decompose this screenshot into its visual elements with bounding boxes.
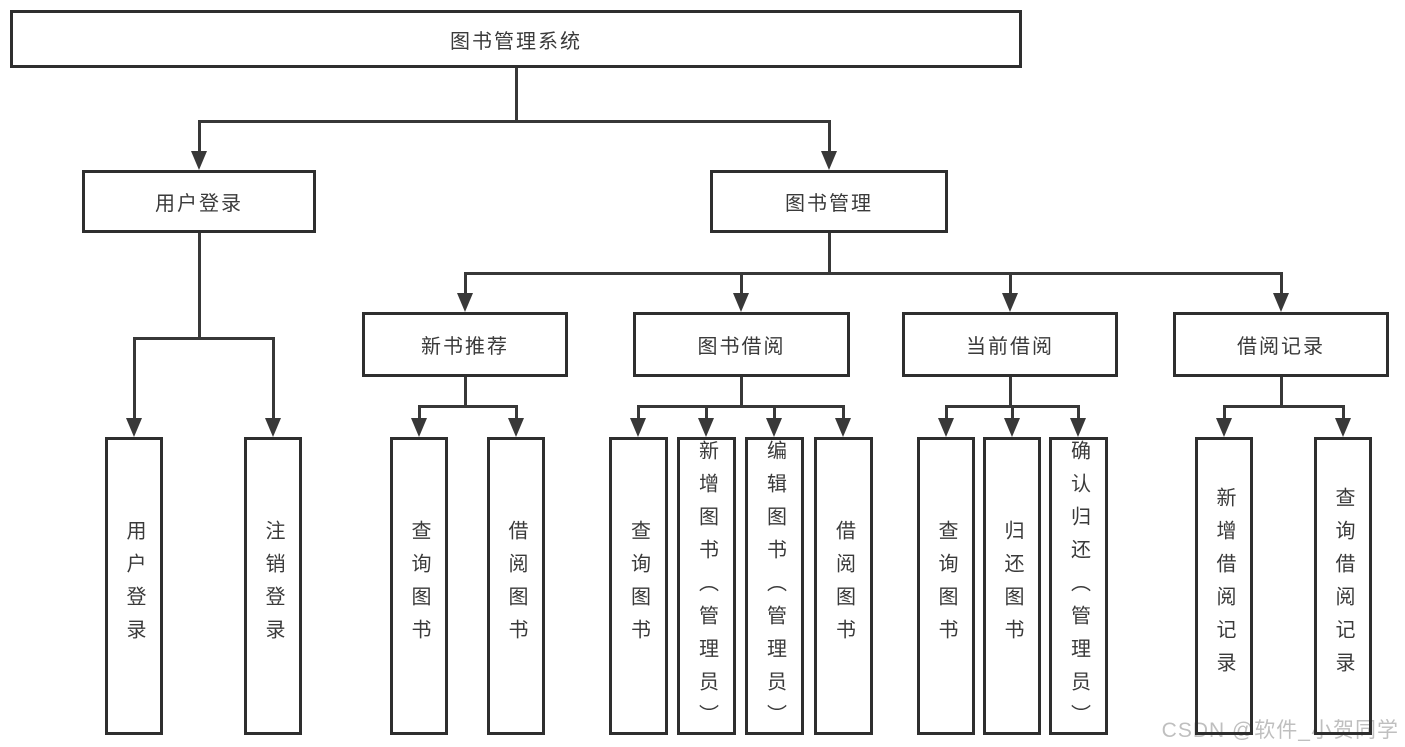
connector-vline [1279,377,1283,408]
arrowhead-down-icon [1004,418,1020,437]
leaf-query-book-2-label: 查询图书 [627,520,650,652]
node-borrow-record-label: 借阅记录 [1237,336,1325,358]
arrowhead-down-icon [938,418,954,437]
leaf-user-login: 用户登录 [105,437,163,735]
leaf-borrow-book-2: 借阅图书 [814,437,873,735]
arrowhead-down-icon [1335,418,1351,437]
arrowhead-down-icon [457,293,473,312]
leaf-query-borrow-record-label: 查询借阅记录 [1332,487,1354,685]
arrow-shaft [417,405,421,422]
node-book-management-label: 图书管理 [785,193,873,215]
node-book-borrow-label: 图书借阅 [697,336,786,358]
connector-vline [1008,377,1012,408]
node-current-borrow: 当前借阅 [902,312,1118,377]
leaf-add-book-admin: 新增图书（管理员） [677,437,736,737]
leaf-edit-book-admin: 编辑图书（管理员） [745,437,804,737]
arrowhead-down-icon [835,418,851,437]
arrowhead-down-icon [630,418,646,437]
leaf-logout-label: 注销登录 [262,520,284,652]
connector-hline [1222,405,1345,408]
connector-hline [197,120,831,123]
arrow-shaft [704,405,708,422]
arrow-shaft [197,120,201,155]
arrow-shaft [132,337,136,422]
arrowhead-down-icon [1002,293,1018,312]
node-book-borrow: 图书借阅 [633,312,850,377]
node-borrow-record: 借阅记录 [1173,312,1389,377]
arrow-shaft [636,405,640,422]
connector-vline [197,233,201,340]
leaf-user-login-label: 用户登录 [123,520,145,652]
leaf-borrow-book-1: 借阅图书 [487,437,545,735]
arrow-shaft [772,405,776,422]
leaf-query-book-2: 查询图书 [609,437,668,735]
arrowhead-down-icon [1273,293,1289,312]
connector-vline [739,377,743,408]
watermark-text: CSDN @软件_小贺同学 [1161,719,1399,742]
arrow-shaft [271,337,275,422]
arrow-shaft [944,405,948,422]
node-root: 图书管理系统 [10,10,1022,68]
arrowhead-down-icon [265,418,281,437]
leaf-query-book-3-label: 查询图书 [935,520,957,652]
connector-hline [132,337,275,340]
arrow-shaft [514,405,518,422]
arrowhead-down-icon [766,418,782,437]
node-user-login: 用户登录 [82,170,316,233]
arrowhead-down-icon [411,418,427,437]
connector-hline [463,272,1283,275]
arrow-shaft [1341,405,1345,422]
node-user-login-label: 用户登录 [155,193,243,215]
arrow-shaft [739,272,743,297]
arrow-shaft [827,120,831,155]
node-current-borrow-label: 当前借阅 [966,336,1054,358]
leaf-logout: 注销登录 [244,437,302,735]
arrowhead-down-icon [508,418,524,437]
node-root-label: 图书管理系统 [450,30,582,53]
arrowhead-down-icon [126,418,142,437]
arrow-shaft [1008,272,1012,297]
arrow-shaft [463,272,467,297]
leaf-add-book-admin-label: 新增图书（管理员） [695,440,718,737]
arrow-shaft [1222,405,1226,422]
node-new-book-recommend: 新书推荐 [362,312,568,377]
arrowhead-down-icon [1216,418,1232,437]
connector-vline [827,233,831,275]
arrow-shaft [841,405,845,422]
arrowhead-down-icon [698,418,714,437]
leaf-confirm-return-admin: 确认归还（管理员） [1049,437,1108,737]
leaf-return-book: 归还图书 [983,437,1041,735]
arrowhead-down-icon [1070,418,1086,437]
arrow-shaft [1279,272,1283,297]
node-new-book-recommend-label: 新书推荐 [421,336,509,358]
arrow-shaft [1076,405,1080,422]
connector-hline [636,405,845,408]
leaf-return-book-label: 归还图书 [1001,520,1023,652]
leaf-add-borrow-record: 新增借阅记录 [1195,437,1253,735]
leaf-borrow-book-1-label: 借阅图书 [505,520,527,652]
arrowhead-down-icon [733,293,749,312]
leaf-borrow-book-2-label: 借阅图书 [832,520,855,652]
connector-vline [514,68,518,123]
leaf-query-book-1: 查询图书 [390,437,448,735]
node-book-management: 图书管理 [710,170,948,233]
leaf-edit-book-admin-label: 编辑图书（管理员） [763,440,786,737]
connector-vline [463,377,467,408]
connector-hline [417,405,518,408]
leaf-confirm-return-admin-label: 确认归还（管理员） [1067,440,1090,737]
leaf-query-borrow-record: 查询借阅记录 [1314,437,1372,735]
leaf-add-borrow-record-label: 新增借阅记录 [1213,487,1235,685]
arrowhead-down-icon [821,151,837,170]
arrow-shaft [1010,405,1014,422]
arrowhead-down-icon [191,151,207,170]
leaf-query-book-1-label: 查询图书 [408,520,430,652]
leaf-query-book-3: 查询图书 [917,437,975,735]
